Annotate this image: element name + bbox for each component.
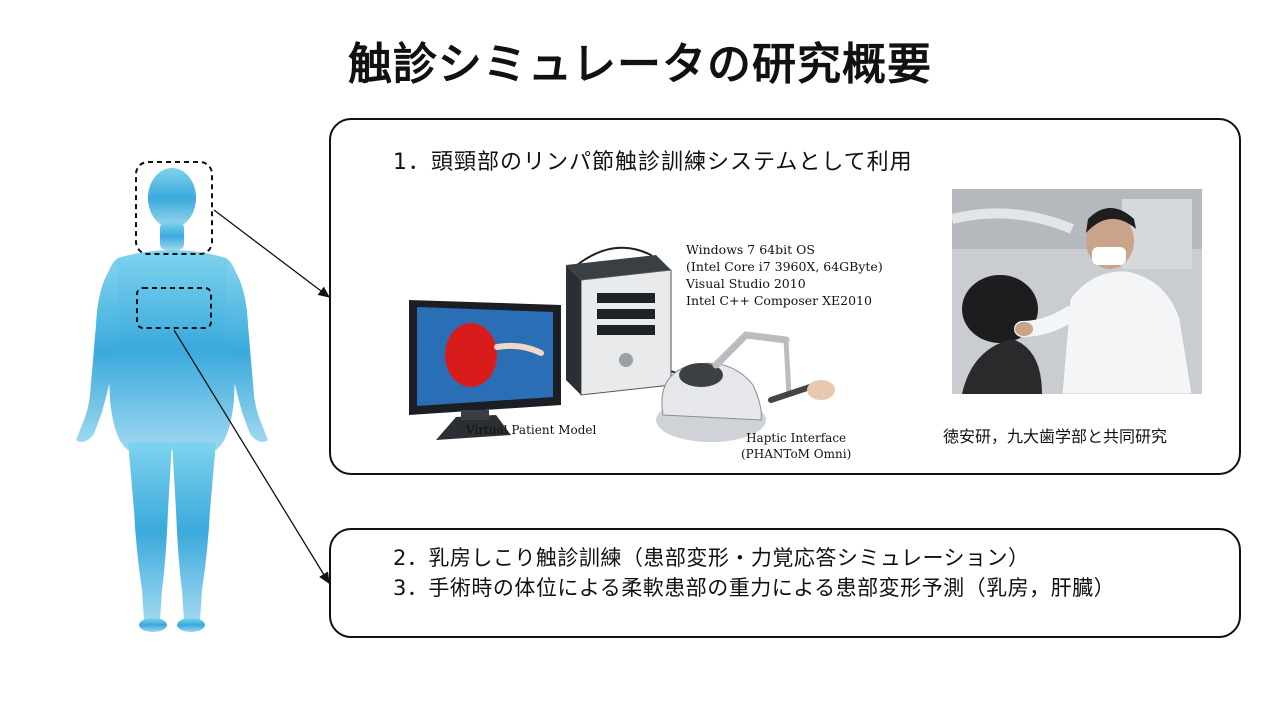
system-spec-list: Windows 7 64bit OS (Intel Core i7 3960X,… xyxy=(686,241,883,309)
spec-line: Intel C++ Composer XE2010 xyxy=(686,293,872,308)
list-item: 2．乳房しこり触診訓練（患部変形・力覚応答シミュレーション） xyxy=(393,546,1030,570)
spec-line: Windows 7 64bit OS xyxy=(686,242,815,257)
joint-research-caption: 徳安研，九大歯学部と共同研究 xyxy=(943,427,1168,446)
spec-line: Visual Studio 2010 xyxy=(686,276,806,291)
section-1-heading: 1．頭頸部のリンパ節触診訓練システムとして利用 xyxy=(393,150,913,175)
lymph-node-palpation-panel: 1．頭頸部のリンパ節触診訓練システムとして利用 xyxy=(329,118,1241,475)
simulator-system-illustration xyxy=(409,246,835,442)
pc-tower-icon xyxy=(566,255,672,396)
monitor-icon xyxy=(409,300,561,440)
chest-region-marker xyxy=(136,287,212,329)
virtual-patient-model-caption: Virtual Patient Model xyxy=(466,423,597,437)
page-title: 触診シミュレータの研究概要 xyxy=(347,39,933,90)
human-body-figure xyxy=(76,161,268,632)
research-item-list: 2．乳房しこり触診訓練（患部変形・力覚応答シミュレーション） 3．手術時の体位に… xyxy=(393,543,1115,603)
clinical-photo xyxy=(952,189,1202,394)
haptic-caption-line2: (PHANToM Omni) xyxy=(741,447,852,461)
haptic-device-icon xyxy=(656,331,835,442)
haptic-interface-caption: Haptic Interface (PHANToM Omni) xyxy=(741,430,851,462)
head-neck-region-marker xyxy=(135,161,213,255)
haptic-caption-line1: Haptic Interface xyxy=(746,431,847,445)
spec-line: (Intel Core i7 3960X, 64GByte) xyxy=(686,259,883,274)
breast-palpation-panel: 2．乳房しこり触診訓練（患部変形・力覚応答シミュレーション） 3．手術時の体位に… xyxy=(329,528,1241,638)
list-item: 3．手術時の体位による柔軟患部の重力による患部変形予測（乳房，肝臓） xyxy=(393,576,1116,600)
